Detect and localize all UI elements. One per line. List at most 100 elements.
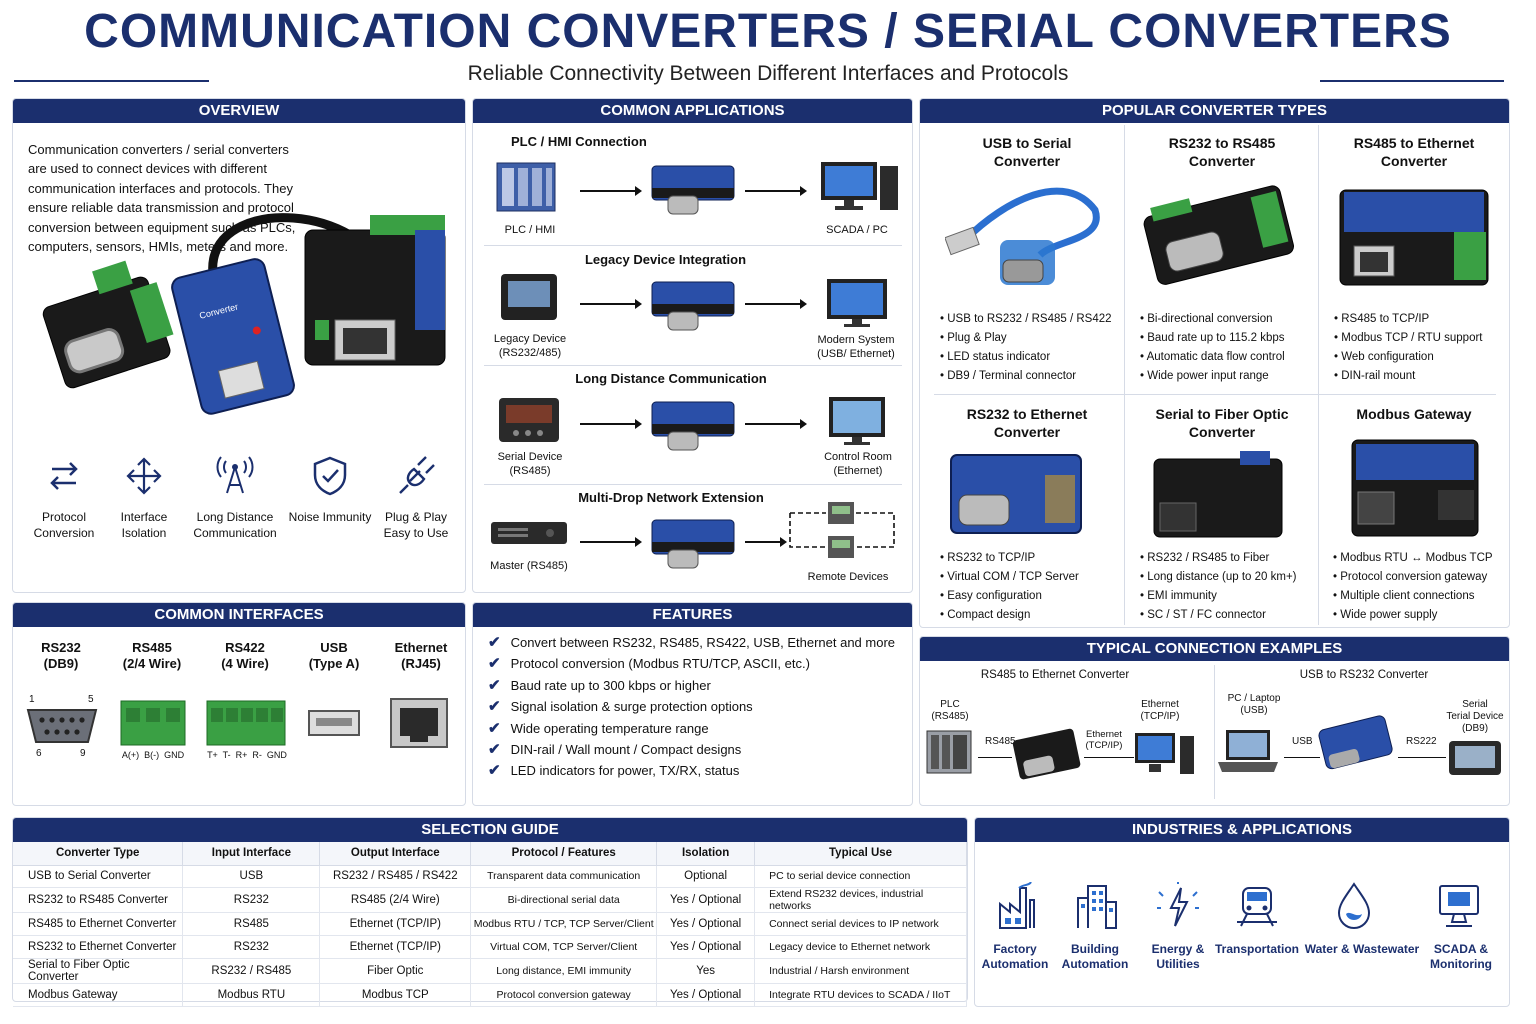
table-cell: Modbus RTU bbox=[182, 983, 321, 1007]
feature-item: ✔Protocol conversion (Modbus RTU/TCP, AS… bbox=[488, 655, 810, 673]
table-cell: Integrate RTU devices to SCADA / IIoT bbox=[754, 983, 967, 1007]
bullet: Bi-directional conversion bbox=[1140, 310, 1315, 329]
bullet: DIN-rail mount bbox=[1334, 367, 1509, 386]
feature-item: ✔Baud rate up to 300 kbps or higher bbox=[488, 676, 711, 694]
db9-pin-9: 9 bbox=[80, 748, 86, 759]
table-cell: Transparent data communication bbox=[470, 865, 658, 889]
divider bbox=[1318, 125, 1319, 625]
db9-pin-5: 5 bbox=[88, 694, 94, 705]
serial-terminal-device-image bbox=[1449, 741, 1501, 775]
feature-item: ✔Signal isolation & surge protection opt… bbox=[488, 698, 753, 716]
type-bullets: RS232 to TCP/IP Virtual COM / TCP Server… bbox=[940, 549, 1120, 625]
bullet: Easy configuration bbox=[940, 587, 1120, 606]
factory-icon bbox=[999, 882, 1035, 929]
rs422-pin-labels: T+ T- R+ R- GND bbox=[207, 750, 287, 760]
pc-image bbox=[821, 162, 898, 210]
flow-arrow bbox=[580, 419, 642, 429]
table-cell: USB to Serial Converter bbox=[13, 865, 184, 889]
table-cell: Long distance, EMI immunity bbox=[470, 958, 658, 984]
type-bullets: RS232 / RS485 to Fiber Long distance (up… bbox=[1140, 549, 1315, 625]
feature-item: ✔Convert between RS232, RS485, RS422, US… bbox=[488, 634, 896, 651]
bullet: USB to RS232 / RS485 / RS422 bbox=[940, 310, 1120, 329]
divider bbox=[484, 484, 902, 485]
table-row: USB to Serial Converter USB RS232 / RS48… bbox=[13, 865, 967, 889]
table-cell: Serial to Fiber Optic Converter bbox=[13, 958, 184, 984]
converter-image bbox=[651, 165, 735, 215]
flow-arrow bbox=[745, 299, 807, 309]
table-cell: USB bbox=[182, 865, 321, 889]
table-row: RS232 to RS485 Converter RS232 RS485 (2/… bbox=[13, 887, 967, 914]
pc-image bbox=[1135, 733, 1194, 774]
table-cell: Yes / Optional bbox=[656, 887, 756, 914]
table-cell: Yes / Optional bbox=[656, 935, 756, 959]
converter-image bbox=[651, 401, 735, 451]
plug-icon bbox=[386, 455, 446, 502]
table-cell: RS232 bbox=[182, 887, 321, 914]
bullet: Compact design bbox=[940, 606, 1120, 625]
table-cell: RS485 (2/4 Wire) bbox=[319, 887, 472, 914]
rs485-ethernet-converter-image bbox=[1012, 728, 1081, 780]
column-header: Protocol / Features bbox=[470, 842, 658, 866]
flow-arrow bbox=[745, 537, 787, 547]
example-link-label: Ethernet(TCP/IP) bbox=[1085, 729, 1123, 751]
table-cell: Optional bbox=[656, 865, 756, 889]
table-row: Modbus Gateway Modbus RTU Modbus TCP Pro… bbox=[13, 983, 967, 1007]
bullet: Plug & Play bbox=[940, 329, 1120, 348]
bullet: Wide power input range bbox=[1140, 367, 1315, 386]
modbus-gateway-image bbox=[1351, 439, 1479, 537]
master-device-image bbox=[491, 522, 567, 544]
connector-line bbox=[1284, 757, 1320, 758]
bullet: LED status indicator bbox=[940, 348, 1120, 367]
app-left-label: Legacy Device(RS232/485) bbox=[493, 333, 567, 359]
example-link-label: RS485 bbox=[985, 736, 1016, 747]
example-title: USB to RS232 Converter bbox=[1299, 669, 1429, 681]
app-title: Legacy Device Integration bbox=[584, 252, 747, 267]
flow-arrow bbox=[580, 299, 642, 309]
shield-icon bbox=[300, 455, 360, 502]
divider bbox=[934, 394, 1496, 395]
fiber-optic-converter-image bbox=[1153, 451, 1283, 538]
rs485-ethernet-converter-image bbox=[1339, 189, 1489, 286]
connector-line bbox=[1398, 757, 1446, 758]
bullet: Modbus RTU ↔ Modbus TCP bbox=[1333, 549, 1508, 568]
converters-product-image: Converter bbox=[42, 213, 446, 415]
bullet: Modbus TCP / RTU support bbox=[1334, 329, 1509, 348]
interface-title: RS422(4 Wire) bbox=[221, 640, 269, 671]
control-room-monitor-image bbox=[829, 397, 885, 445]
table-cell: Fiber Optic bbox=[319, 958, 472, 984]
check-icon: ✔ bbox=[488, 634, 501, 651]
column-header: Output Interface bbox=[319, 842, 472, 866]
remote-devices-network bbox=[789, 502, 895, 558]
bullet: RS232 / RS485 to Fiber bbox=[1140, 549, 1315, 568]
industry-label: SCADA &Monitoring bbox=[1430, 942, 1492, 971]
app-right-label: Remote Devices bbox=[807, 571, 889, 583]
column-header: Input Interface bbox=[182, 842, 321, 866]
bullet: RS232 to TCP/IP bbox=[940, 549, 1120, 568]
energy-icon bbox=[1157, 882, 1199, 927]
column-header: Converter Type bbox=[13, 842, 184, 866]
bullet: SC / ST / FC connector bbox=[1140, 606, 1315, 625]
table-cell: RS232 to Ethernet Converter bbox=[13, 935, 184, 959]
bullet: RS485 to TCP/IP bbox=[1334, 310, 1509, 329]
converter-types-heading: POPULAR CONVERTER TYPES bbox=[920, 99, 1509, 123]
applications-heading: COMMON APPLICATIONS bbox=[473, 99, 912, 123]
bullet: Virtual COM / TCP Server bbox=[940, 568, 1120, 587]
legacy-device-image bbox=[501, 274, 557, 320]
table-cell: RS485 to Ethernet Converter bbox=[13, 912, 184, 937]
table-cell: Extend RS232 devices, industrial network… bbox=[754, 887, 967, 914]
scada-monitor-icon bbox=[1439, 885, 1479, 927]
rs232-ethernet-converter-image bbox=[950, 454, 1082, 534]
laptop-image bbox=[1218, 730, 1278, 772]
flow-arrow bbox=[580, 537, 642, 547]
table-cell: Yes bbox=[656, 958, 756, 984]
interface-title: Ethernet(RJ45) bbox=[394, 640, 448, 671]
